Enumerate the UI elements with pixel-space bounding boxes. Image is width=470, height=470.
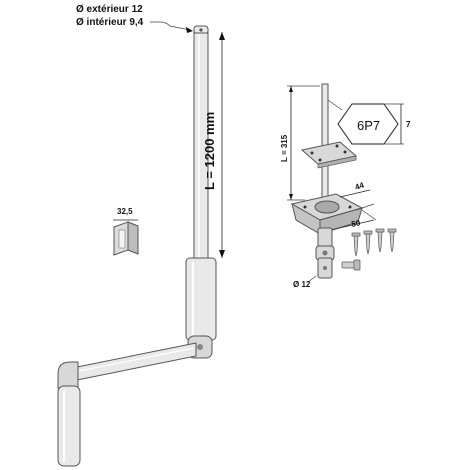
screw bbox=[363, 230, 373, 255]
gearbox-gear bbox=[314, 200, 340, 214]
length-arrow-top bbox=[219, 32, 225, 40]
outer-diameter-label: Ø extérieur 12 bbox=[76, 4, 143, 15]
bolt bbox=[341, 259, 361, 271]
clip-slot bbox=[118, 229, 126, 249]
plate-hole bbox=[343, 150, 347, 154]
shaft-length-arrow-top bbox=[289, 86, 293, 92]
screw bbox=[351, 232, 361, 257]
dim-44-line bbox=[339, 189, 371, 198]
rod-sleeve bbox=[185, 257, 217, 341]
plate-hole bbox=[318, 158, 322, 162]
handle-elbow bbox=[57, 361, 79, 389]
wall-clip bbox=[113, 221, 139, 256]
diameter-leader-arrow bbox=[186, 27, 193, 33]
hexagon-height-label: 7 bbox=[406, 120, 411, 129]
inner-diameter-label: Ø intérieur 9,4 bbox=[76, 17, 144, 28]
dim-44-ext bbox=[355, 203, 375, 211]
shaft-length-label: L = 315 bbox=[280, 134, 289, 162]
gearbox-screw-hole bbox=[303, 205, 307, 209]
dim-50-ext bbox=[361, 209, 377, 221]
crank-rod bbox=[57, 25, 217, 467]
plate-hole bbox=[335, 144, 339, 148]
shaft-diameter-label: Ø 12 bbox=[293, 280, 311, 289]
dim-50-label: 50 bbox=[351, 218, 362, 229]
shaft-diameter-leader bbox=[307, 275, 317, 283]
length-label: L = 1200 mm bbox=[202, 112, 217, 190]
universal-joint-upper bbox=[317, 227, 333, 249]
crank-arm-highlight bbox=[73, 347, 195, 373]
hexagon-label: 6P7 bbox=[357, 118, 380, 133]
screw-set bbox=[351, 228, 397, 257]
dim-44-label: 44 bbox=[354, 180, 366, 191]
screw bbox=[375, 228, 385, 253]
universal-joint-hole bbox=[323, 266, 327, 270]
diameter-leader-line bbox=[150, 21, 191, 31]
clip-back bbox=[127, 221, 139, 255]
crank-arm bbox=[71, 342, 197, 382]
clip-width-label: 32,5 bbox=[117, 207, 133, 216]
hexagon-leader-line bbox=[327, 99, 343, 111]
universal-joint-pin bbox=[322, 250, 328, 256]
handle-grip bbox=[57, 385, 81, 467]
gearbox-screw-hole bbox=[348, 205, 352, 209]
shaft-length-arrow-bottom bbox=[289, 194, 293, 200]
plate-hole bbox=[310, 151, 314, 155]
length-arrow-bottom bbox=[219, 250, 225, 258]
rod-top-hole bbox=[199, 28, 203, 32]
screw bbox=[387, 228, 397, 253]
top-mounting-plate-edge bbox=[317, 155, 357, 169]
rod-knuckle-pin bbox=[197, 344, 203, 350]
